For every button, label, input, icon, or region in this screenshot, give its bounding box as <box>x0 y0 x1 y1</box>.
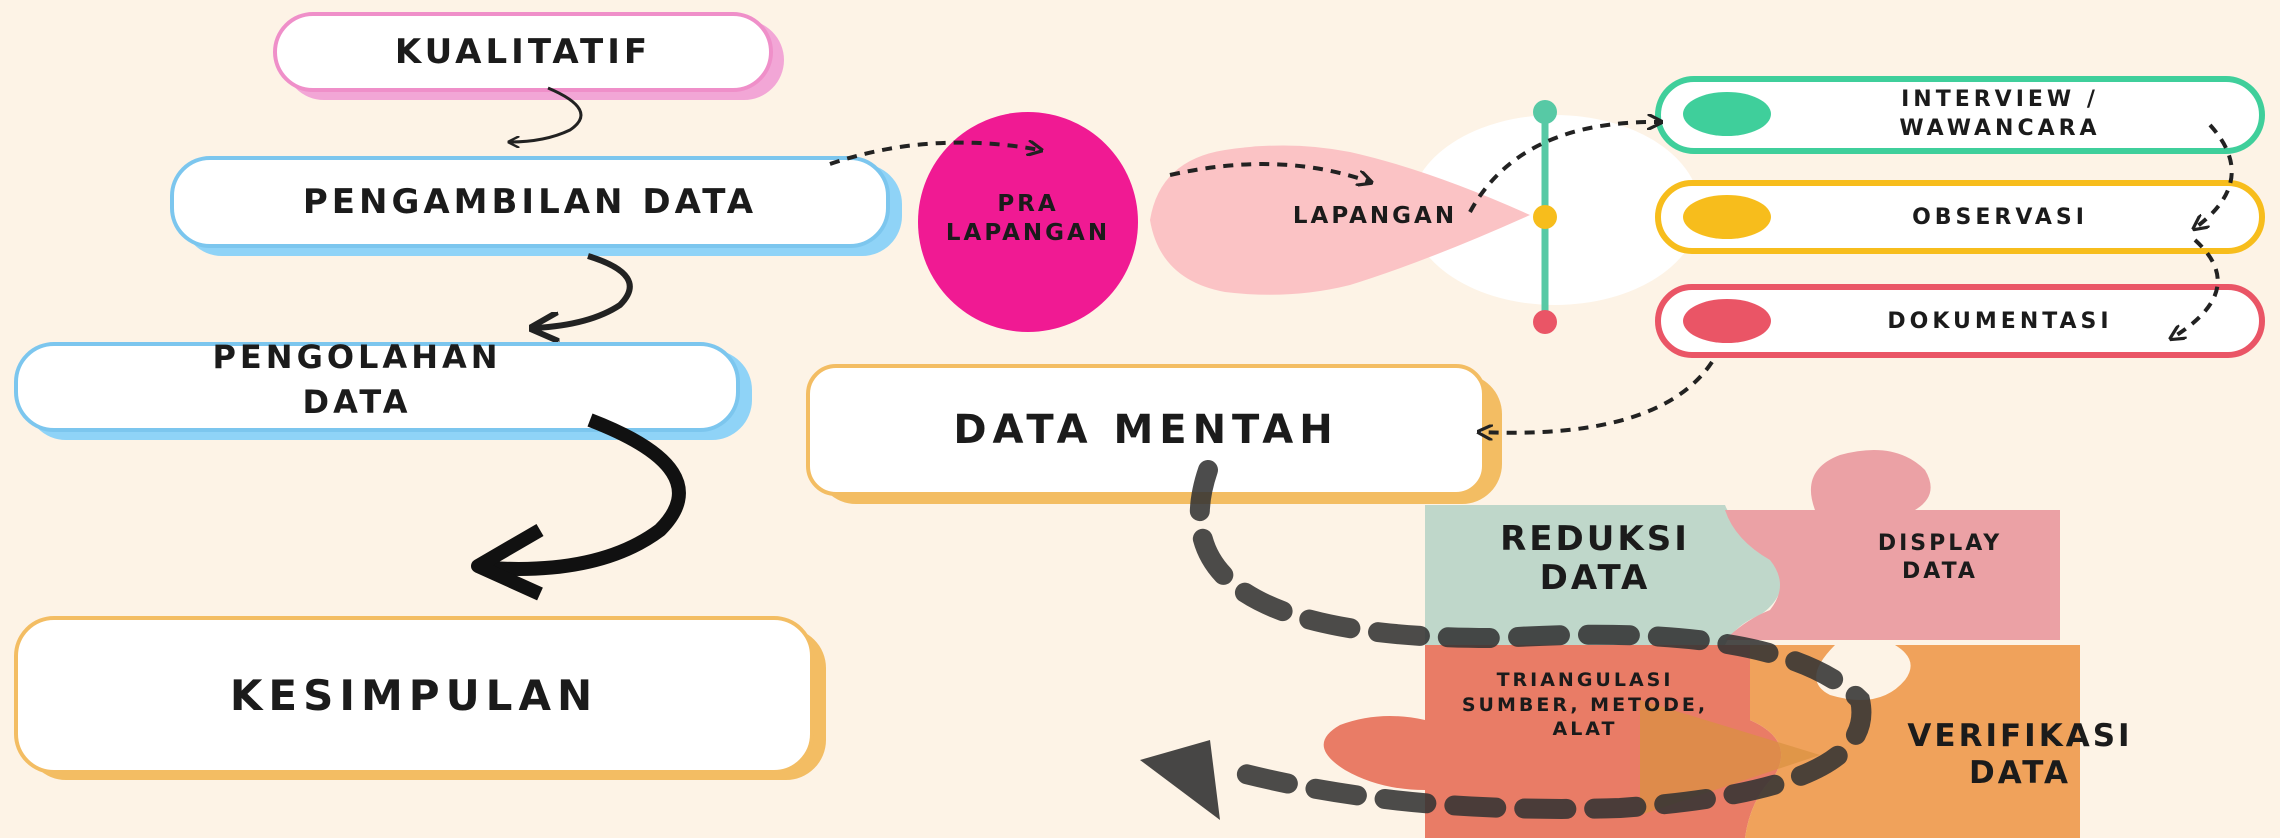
lapangan-backdrop <box>1410 115 1700 305</box>
timeline-dot-bottom <box>1533 310 1557 334</box>
pengolahan-label-line1: PENGOLAHAN <box>212 338 502 376</box>
pra-lapangan-label: PRA LAPANGAN <box>918 190 1138 248</box>
reduksi-line1: REDUKSI <box>1500 519 1690 559</box>
triangulasi-line2: SUMBER, METODE, <box>1461 693 1709 716</box>
kualitatif-box: KUALITATIF <box>273 12 773 92</box>
method-observasi-dot <box>1683 195 1771 239</box>
analysis-loop-arrowhead <box>1140 740 1220 820</box>
pra-lapangan-line2: LAPANGAN <box>945 219 1111 246</box>
method-observasi-label: OBSERVASI <box>1912 204 2088 230</box>
arrow-to-methods <box>1468 122 1660 213</box>
triangulasi-line3: ALAT <box>1552 718 1618 741</box>
method-dokumentasi-dot <box>1683 299 1771 343</box>
method-dokumentasi-box: DOKUMENTASI <box>1655 284 2265 358</box>
pengambilan-data-label: PENGAMBILAN DATA <box>302 182 758 222</box>
triangulasi-label: TRIANGULASI SUMBER, METODE, ALAT <box>1425 668 1745 742</box>
arrow-kesimpulan-head <box>471 523 544 601</box>
verifikasi-line1: VERIFIKASI <box>1907 718 2133 754</box>
display-line2: DATA <box>1902 558 1978 584</box>
analysis-loop-arrow <box>1189 460 1872 819</box>
reduksi-label: REDUKSI DATA <box>1445 519 1745 599</box>
puzzle <box>1323 450 2080 838</box>
puzzle-piece-display <box>1725 450 2060 640</box>
display-label: DISPLAY DATA <box>1835 530 2045 585</box>
arrow-to-lapangan <box>1169 162 1370 182</box>
lapangan-label: LAPANGAN <box>1292 203 1458 229</box>
timeline-dot-top <box>1533 100 1557 124</box>
verifikasi-label: VERIFIKASI DATA <box>1855 718 2185 792</box>
arrow-to-pra-lapangan <box>829 143 1040 166</box>
arrow-interview-to-observasi <box>2195 123 2234 228</box>
lapangan-shape <box>1150 145 1530 295</box>
triangulasi-line1: TRIANGULASI <box>1496 669 1674 691</box>
pengolahan-label-line2: DATA <box>302 383 412 422</box>
puzzle-piece-reduksi <box>1425 505 1783 645</box>
verifikasi-line2: DATA <box>1968 755 2072 792</box>
method-interview-dot <box>1683 92 1771 136</box>
pra-lapangan-line1: PRA <box>997 191 1059 217</box>
display-line1: DISPLAY <box>1877 531 2003 556</box>
arrow-to-data-mentah <box>1480 360 1714 433</box>
arrow-kualitatif-to-pengambilan <box>510 86 583 142</box>
kesimpulan-box: KESIMPULAN <box>14 616 814 774</box>
pengolahan-data-box: PENGOLAHAN DATA <box>14 338 740 432</box>
method-dokumentasi-label: DOKUMENTASI <box>1887 308 2113 334</box>
method-interview-line2: WAWANCARA <box>1899 116 2101 141</box>
puzzle-triangle <box>1640 700 1820 815</box>
arrow-pengolahan-to-kesimpulan <box>489 413 686 576</box>
reduksi-line2: DATA <box>1539 558 1651 599</box>
timeline-dot-middle <box>1533 205 1557 229</box>
arrow-pengambilan-to-pengolahan <box>535 253 633 328</box>
data-mentah-label: DATA MENTAH <box>953 407 1339 453</box>
arrow-observasi-to-dokumentasi <box>2172 238 2220 338</box>
pra-lapangan-circle <box>918 112 1138 332</box>
puzzle-piece-verifikasi <box>1745 645 2080 838</box>
kesimpulan-label: KESIMPULAN <box>229 670 599 720</box>
pengambilan-data-box: PENGAMBILAN DATA <box>170 156 890 248</box>
method-interview-line1: INTERVIEW / <box>1901 87 2099 113</box>
kualitatif-label: KUALITATIF <box>394 32 652 72</box>
